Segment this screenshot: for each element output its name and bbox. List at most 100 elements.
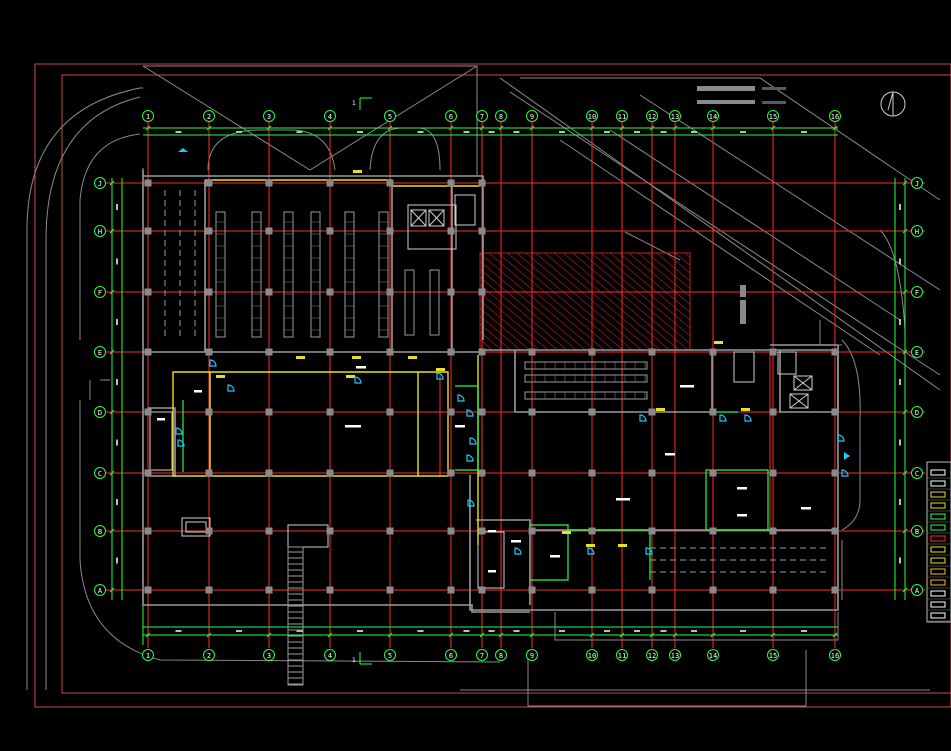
column bbox=[326, 586, 334, 594]
axis-bubble-col: 2 bbox=[203, 110, 215, 122]
room-tag bbox=[356, 366, 366, 369]
axis-bubble-col: 6 bbox=[445, 110, 457, 122]
axis-label-row: D bbox=[98, 409, 102, 417]
axis-label-col: 7 bbox=[480, 652, 484, 660]
axis-bubble-row: F bbox=[94, 286, 106, 298]
door bbox=[436, 372, 444, 380]
column bbox=[478, 527, 486, 535]
column bbox=[205, 348, 213, 356]
axis-label-col: 3 bbox=[267, 652, 271, 660]
column bbox=[265, 348, 273, 356]
dimension-lines bbox=[111, 127, 906, 645]
axis-bubble-row: D bbox=[94, 406, 106, 418]
axis-label-row: C bbox=[915, 470, 919, 478]
column bbox=[326, 527, 334, 535]
column bbox=[144, 469, 152, 477]
horizontal-racks bbox=[524, 361, 648, 400]
column bbox=[265, 288, 273, 296]
axis-bubble-row: H bbox=[911, 225, 923, 237]
room-tag bbox=[157, 418, 165, 421]
column bbox=[709, 408, 717, 416]
column bbox=[205, 527, 213, 535]
axis-bubble-col: 5 bbox=[384, 110, 396, 122]
column bbox=[648, 527, 656, 535]
exterior-stair bbox=[287, 546, 304, 686]
tag-marker bbox=[436, 368, 445, 371]
dimension-ticks bbox=[109, 125, 908, 638]
axis-bubble-col: 4 bbox=[324, 110, 336, 122]
room-tag bbox=[488, 570, 496, 573]
storage-rack bbox=[429, 269, 440, 336]
axis-label-col: 12 bbox=[648, 113, 656, 121]
axis-bubble-col: 1 bbox=[142, 649, 154, 661]
axis-label-row: A bbox=[915, 587, 920, 595]
column bbox=[528, 586, 536, 594]
room-tag bbox=[488, 530, 496, 533]
axis-bubble-row: C bbox=[94, 467, 106, 479]
axis-label-col: 3 bbox=[267, 113, 271, 121]
axis-label-col: 5 bbox=[388, 652, 392, 660]
room-tags bbox=[157, 170, 811, 573]
column bbox=[447, 348, 455, 356]
axis-bubble-col: 12 bbox=[646, 649, 658, 661]
legend-swatch bbox=[930, 590, 946, 597]
door bbox=[227, 384, 235, 392]
column bbox=[386, 408, 394, 416]
axis-bubble-col: 13 bbox=[669, 649, 681, 661]
column bbox=[265, 227, 273, 235]
door bbox=[209, 359, 217, 367]
legend-swatch bbox=[930, 568, 946, 575]
column bbox=[478, 348, 486, 356]
axis-label-col: 16 bbox=[831, 652, 839, 660]
door bbox=[841, 469, 849, 477]
axis-bubble-col: 3 bbox=[263, 649, 275, 661]
room-tag bbox=[680, 385, 694, 388]
column bbox=[205, 408, 213, 416]
column bbox=[447, 227, 455, 235]
axis-bubble-col: 7 bbox=[476, 649, 488, 661]
axis-bubble-col: 3 bbox=[263, 110, 275, 122]
axis-label-col: 9 bbox=[530, 113, 534, 121]
axis-label-col: 8 bbox=[499, 113, 503, 121]
axis-bubble-row: D bbox=[911, 406, 923, 418]
door bbox=[175, 427, 183, 435]
axis-bubble-row: J bbox=[94, 177, 106, 189]
axis-label-col: 6 bbox=[449, 652, 453, 660]
tag-marker bbox=[618, 544, 627, 547]
column bbox=[326, 288, 334, 296]
door bbox=[587, 547, 595, 555]
axis-label-row: B bbox=[98, 528, 102, 536]
axis-label-row: F bbox=[98, 289, 102, 297]
axis-label-row: H bbox=[98, 228, 102, 236]
column bbox=[709, 527, 717, 535]
axis-label-row: J bbox=[98, 180, 102, 188]
column bbox=[447, 527, 455, 535]
storage-rack bbox=[283, 211, 294, 338]
doors bbox=[175, 148, 850, 555]
door bbox=[837, 434, 845, 442]
column bbox=[265, 527, 273, 535]
axis-label-col: 9 bbox=[530, 652, 534, 660]
column bbox=[769, 586, 777, 594]
axis-bubble-row: B bbox=[911, 525, 923, 537]
column bbox=[144, 348, 152, 356]
column bbox=[447, 586, 455, 594]
door bbox=[457, 394, 465, 402]
room-tag bbox=[737, 487, 747, 490]
axis-label-col: 6 bbox=[449, 113, 453, 121]
column bbox=[588, 408, 596, 416]
legend-swatch bbox=[930, 469, 946, 476]
legend-panel bbox=[926, 461, 951, 623]
column bbox=[447, 288, 455, 296]
storage-rack bbox=[215, 211, 226, 338]
column bbox=[386, 469, 394, 477]
tag-marker bbox=[352, 356, 361, 359]
axis-label-row: C bbox=[98, 470, 102, 478]
door bbox=[177, 439, 185, 447]
column bbox=[144, 527, 152, 535]
axis-bubble-row: F bbox=[911, 286, 923, 298]
drawing-frame bbox=[34, 63, 951, 708]
column bbox=[205, 288, 213, 296]
door bbox=[639, 414, 647, 422]
tag-marker bbox=[346, 375, 355, 378]
